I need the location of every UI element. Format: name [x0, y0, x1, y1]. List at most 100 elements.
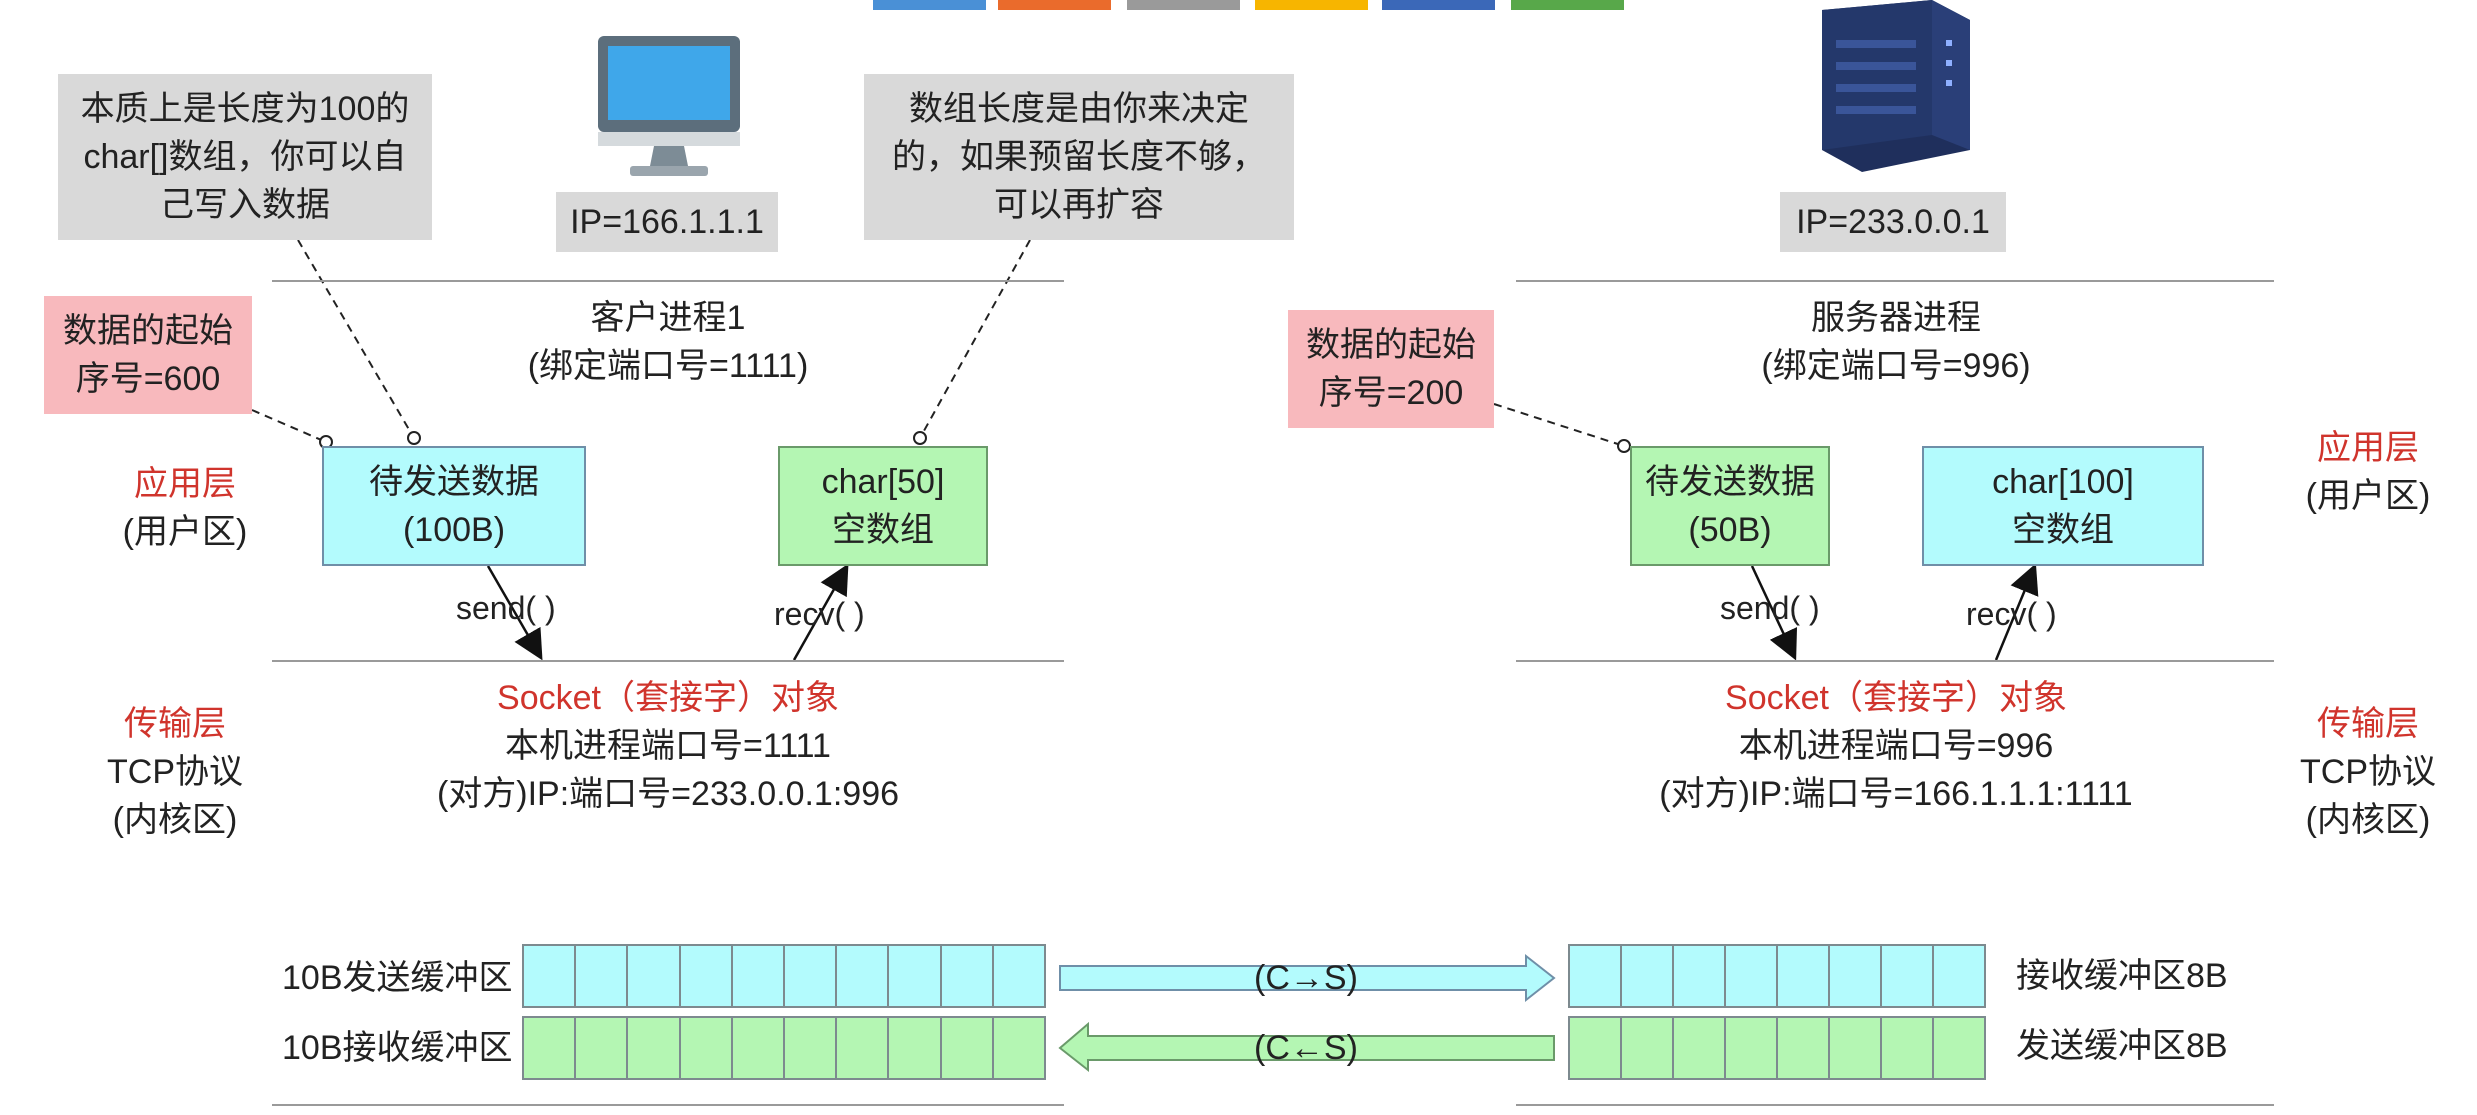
- buffer-cell: [732, 1018, 786, 1078]
- note-left-line-3: 己写入数据: [160, 186, 330, 224]
- callout-dot-left-note: [407, 431, 421, 445]
- legend-swatch-5: [1382, 0, 1495, 10]
- client-send-buffer: [522, 944, 1046, 1008]
- server-recv-box-line-1: char[100]: [1992, 463, 2134, 501]
- client-mid-line: [272, 660, 1064, 662]
- client-seq-box: 数据的起始 序号=600: [44, 296, 252, 414]
- server-ip: IP=233.0.0.1: [1780, 192, 2006, 252]
- callout-line-right-note: [919, 239, 1031, 439]
- server-send-label: send( ): [1720, 590, 1820, 626]
- server-bottom-line: [1516, 1104, 2274, 1106]
- client-recv-arrow: [792, 563, 849, 661]
- buffer-cell: [680, 946, 733, 1006]
- buffer-cell: [1726, 946, 1778, 1006]
- layer-transport-sub-left: (内核区): [112, 801, 238, 839]
- arrow-s-to-c-label: (C←S): [1254, 1029, 1358, 1067]
- client-recv-box: char[50] 空数组: [778, 446, 988, 566]
- buffer-cell: [1830, 946, 1882, 1006]
- buffer-cell: [1830, 1018, 1882, 1078]
- server-send-buffer: [1568, 1016, 1986, 1080]
- buffer-cell: [732, 946, 786, 1006]
- layer-transport-sub-right: (内核区): [2305, 801, 2431, 839]
- server-mid-line: [1516, 660, 2274, 662]
- server-seq-line-1: 数据的起始: [1306, 326, 1476, 364]
- buffer-cell: [1570, 946, 1622, 1006]
- buffer-cell: [1622, 1018, 1674, 1078]
- buffer-cell: [1674, 946, 1726, 1006]
- server-seq-box: 数据的起始 序号=200: [1288, 310, 1494, 428]
- buffer-cell: [628, 946, 681, 1006]
- server-socket-title: Socket（套接字）对象: [1725, 679, 2067, 717]
- client-recv-buffer: [522, 1016, 1046, 1080]
- note-right-line-3: 可以再扩容: [994, 186, 1164, 224]
- server-seq-line-2: 序号=200: [1318, 374, 1464, 412]
- buffer-cell: [889, 946, 942, 1006]
- server-recv-buffer-label: 接收缓冲区8B: [2016, 957, 2228, 995]
- client-send-buffer-label: 10B发送缓冲区: [282, 959, 513, 997]
- server-icon: [1822, 0, 1970, 172]
- buffer-cell: [837, 946, 890, 1006]
- server-recv-box: char[100] 空数组: [1922, 446, 2204, 566]
- callout-dot-right-note: [913, 431, 927, 445]
- buffer-cell: [1674, 1018, 1726, 1078]
- buffer-cell: [1778, 946, 1830, 1006]
- layer-transport-right: 传输层: [2317, 705, 2419, 743]
- callout-dot-server-seq: [1617, 439, 1631, 453]
- client-ip: IP=166.1.1.1: [556, 192, 778, 252]
- server-send-arrow: [1750, 565, 1798, 661]
- buffer-cell: [524, 1018, 577, 1078]
- client-send-box: 待发送数据 (100B): [322, 446, 586, 566]
- layer-transport-proto-left: TCP协议: [107, 753, 243, 791]
- buffer-cell: [1934, 1018, 1984, 1078]
- client-recv-box-line-1: char[50]: [821, 463, 945, 501]
- client-send-arrow: [486, 565, 543, 661]
- callout-line-client-seq: [251, 409, 327, 443]
- buffer-cell: [1778, 1018, 1830, 1078]
- legend-swatch-6: [1511, 0, 1624, 10]
- server-send-box-line-1: 待发送数据: [1645, 463, 1815, 501]
- client-send-box-line-1: 待发送数据: [369, 463, 539, 501]
- buffer-cell: [785, 1018, 838, 1078]
- layer-app-sub-left: (用户区): [122, 513, 248, 551]
- buffer-cell: [1570, 1018, 1622, 1078]
- client-send-label: send( ): [456, 590, 556, 626]
- server-send-box: 待发送数据 (50B): [1630, 446, 1830, 566]
- legend-swatch-1: [873, 0, 986, 10]
- client-process-title: 客户进程1: [590, 299, 746, 337]
- arrow-c-to-s: [1059, 953, 1556, 1003]
- layer-transport-proto-right: TCP协议: [2300, 753, 2436, 791]
- buffer-cell: [524, 946, 577, 1006]
- client-process-port: (绑定端口号=1111): [527, 347, 809, 385]
- buffer-cell: [889, 1018, 942, 1078]
- buffer-cell: [993, 946, 1045, 1006]
- buffer-cell: [628, 1018, 681, 1078]
- buffer-cell: [1726, 1018, 1778, 1078]
- layer-app-right: 应用层: [2317, 429, 2419, 467]
- server-process-title: 服务器进程: [1811, 299, 1981, 337]
- buffer-cell: [941, 1018, 994, 1078]
- server-recv-label: recv( ): [1966, 596, 2057, 632]
- buffer-cell: [941, 946, 994, 1006]
- client-socket-peer: (对方)IP:端口号=233.0.0.1:996: [436, 775, 900, 813]
- buffer-cell: [1622, 946, 1674, 1006]
- buffer-cell: [1934, 946, 1984, 1006]
- client-send-box-line-2: (100B): [402, 511, 506, 549]
- arrow-s-to-c: [1058, 1021, 1555, 1073]
- legend-swatch-2: [998, 0, 1111, 10]
- buffer-cell: [785, 946, 838, 1006]
- buffer-cell: [993, 1018, 1045, 1078]
- client-top-line: [272, 280, 1064, 282]
- server-socket-port: 本机进程端口号=996: [1738, 727, 2054, 765]
- client-recv-buffer-label: 10B接收缓冲区: [282, 1029, 513, 1067]
- buffer-cell: [576, 1018, 629, 1078]
- buffer-cell: [837, 1018, 890, 1078]
- callout-line-left-note: [297, 239, 415, 439]
- server-recv-box-line-2: 空数组: [2012, 511, 2114, 549]
- layer-transport-left: 传输层: [124, 705, 226, 743]
- note-right-line-1: 数组长度是由你来决定: [909, 90, 1249, 128]
- buffer-cell: [576, 946, 629, 1006]
- legend-swatch-3: [1127, 0, 1240, 10]
- client-recv-box-line-2: 空数组: [832, 511, 934, 549]
- client-seq-line-2: 序号=600: [75, 360, 221, 398]
